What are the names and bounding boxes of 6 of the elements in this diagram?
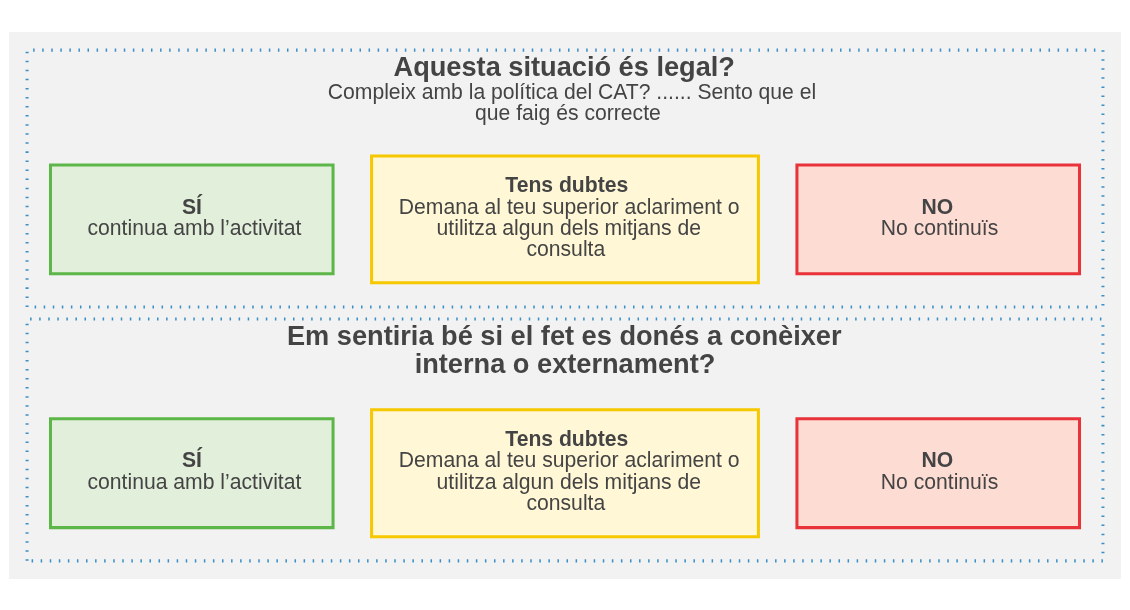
node-box: NO No continuïs: [795, 416, 1081, 529]
node-box: NO No continuïs: [795, 162, 1081, 275]
node-box: SÍ continua amb l’activitat: [49, 162, 335, 275]
node-box: Tens dubtes Demana al teu superior aclariment o utilitza algun dels mitjans de consulta: [370, 407, 760, 538]
node-box: SÍ continua amb l’activitat: [49, 416, 335, 529]
node-box: Tens dubtes Demana al teu superior aclariment o utilitza algun dels mitjans de consulta: [370, 153, 760, 284]
